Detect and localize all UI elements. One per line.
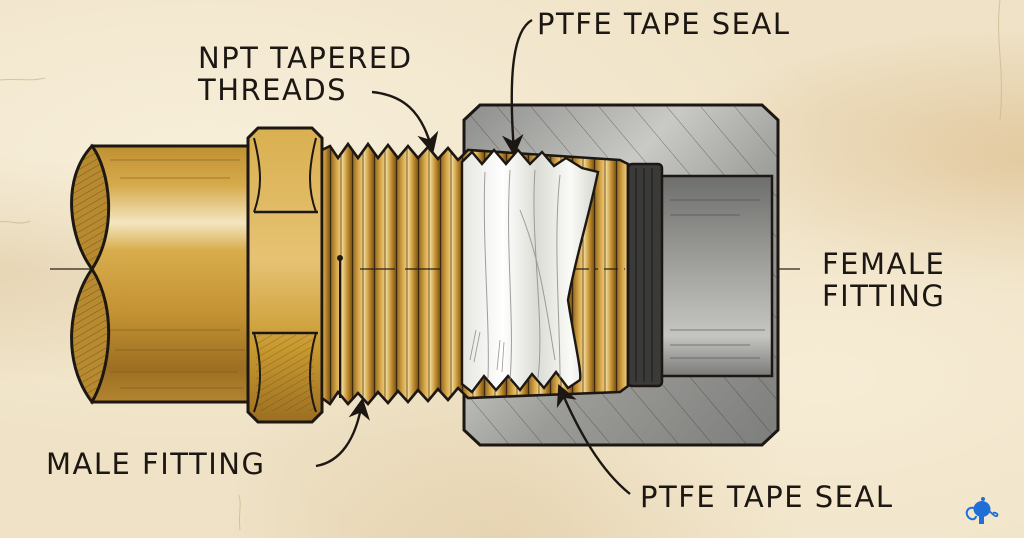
arrow-male [315, 397, 370, 468]
arrow-npt [371, 90, 439, 155]
label-male-text: MALE FITTING [46, 447, 266, 481]
ptfe-tape [460, 148, 600, 394]
watering-can-icon [965, 497, 999, 524]
label-ptfe-tape-seal-top: PTFE TAPE SEAL [537, 8, 790, 40]
label-male-fitting: MALE FITTING [46, 448, 265, 480]
label-npt-tapered-threads: NPT TAPERED THREADS [198, 42, 413, 106]
arrow-ptfe-bottom [556, 384, 631, 495]
label-female-fitting: FEMALE FITTING [822, 248, 945, 312]
male-fitting-body [70, 131, 260, 414]
leader-arrows [315, 18, 631, 495]
arrow-ptfe-top [501, 18, 533, 157]
paper-creases [0, 0, 1002, 531]
label-ptfe-bottom-text: PTFE TAPE SEAL [640, 480, 894, 514]
hex-nut [246, 126, 324, 424]
label-ptfe-tape-seal-bottom: PTFE TAPE SEAL [640, 481, 893, 513]
label-ptfe-top-text: PTFE TAPE SEAL [537, 7, 791, 41]
label-npt-line2: THREADS [198, 73, 348, 107]
label-npt-line1: NPT TAPERED [198, 41, 413, 75]
label-female-line2: FITTING [822, 279, 946, 313]
label-female-line1: FEMALE [822, 247, 946, 281]
